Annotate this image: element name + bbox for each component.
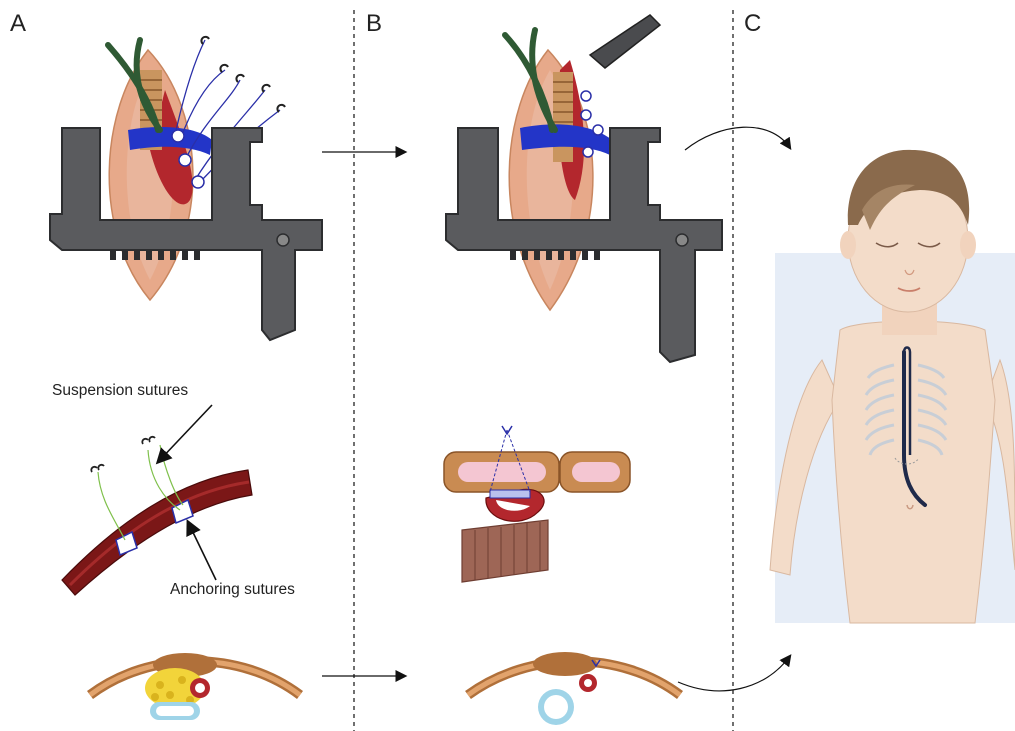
- arrow-b-c-top: [685, 127, 790, 150]
- child-illustration: [770, 150, 1015, 623]
- anchoring-pointer: [188, 522, 216, 580]
- suspension-pointer: [158, 405, 212, 462]
- arrow-b-c-bottom: [678, 656, 790, 691]
- aortopexy-closeup-b: [444, 426, 630, 582]
- cross-section-a: [90, 653, 300, 720]
- cross-section-b: [468, 652, 680, 725]
- aorta-suture-illustration: [62, 405, 252, 595]
- surgical-field-b: [446, 15, 722, 362]
- surgical-field-a: [50, 37, 322, 340]
- instrument-b: [590, 15, 660, 68]
